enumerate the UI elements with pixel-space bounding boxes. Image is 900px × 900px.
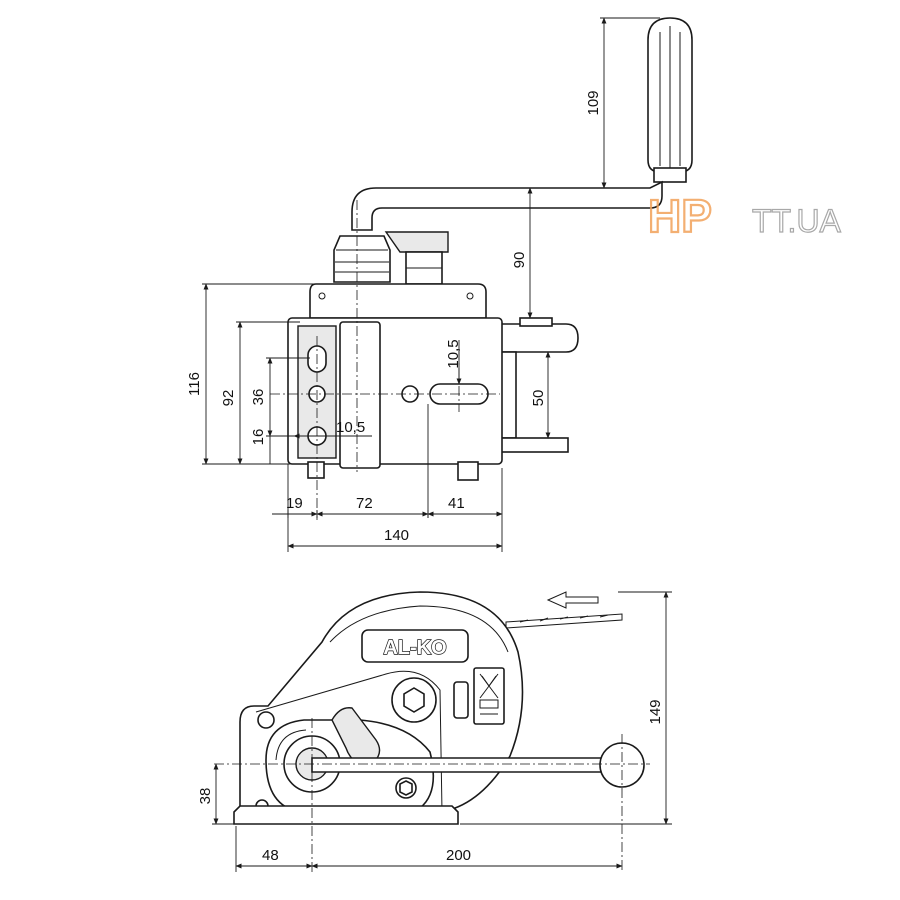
warning-label xyxy=(473,667,505,725)
dim-handle-length: 200 xyxy=(446,847,471,864)
dim-hole-dia-left: 10,5 xyxy=(336,419,365,436)
watermark-domain: TT.UA xyxy=(752,203,842,239)
dim-total-width: 140 xyxy=(384,527,409,544)
gear-cover xyxy=(309,283,487,319)
dim-plate-height: 92 xyxy=(220,390,237,407)
drum-side xyxy=(497,317,579,453)
dim-hole-dia-slot: 10,5 xyxy=(445,339,462,368)
brand-badge xyxy=(361,629,469,663)
cable xyxy=(505,591,623,629)
dim-crank-height: 90 xyxy=(511,252,528,269)
dim-slot-height: 50 xyxy=(530,390,547,407)
watermark-logo: HP xyxy=(648,190,712,242)
dim-hole-pitch: 36 xyxy=(250,389,267,406)
dim-handle-height: 109 xyxy=(585,90,602,115)
pawl-lever xyxy=(384,231,449,285)
dim-lower-offset: 16 xyxy=(250,429,267,446)
dim-axis-height: 38 xyxy=(197,788,214,805)
housing-rib xyxy=(339,321,381,469)
base-foot xyxy=(233,805,459,825)
bottom-bolts xyxy=(307,461,479,481)
side-view: AL-KO xyxy=(197,591,672,872)
drive-hub xyxy=(333,235,391,283)
handle-grip xyxy=(647,17,693,183)
frame-bolt xyxy=(257,711,275,729)
dim-side-total-height: 149 xyxy=(647,699,664,724)
watermark: HP TT.UA xyxy=(647,189,842,243)
dim-left-offset: 19 xyxy=(286,495,303,512)
small-label xyxy=(453,681,469,719)
ratchet-nut xyxy=(391,677,437,723)
dim-mid-span: 72 xyxy=(356,495,373,512)
top-view: 109 90 116 92 36 16 10,5 10,5 50 xyxy=(186,17,693,552)
dim-total-height: 116 xyxy=(186,372,203,396)
crank-arm xyxy=(351,180,663,231)
gear-bolt xyxy=(395,777,417,799)
dim-axis-offset: 48 xyxy=(262,847,279,864)
dim-right-offset: 41 xyxy=(448,495,465,512)
brand-logo: AL-KO xyxy=(383,637,446,659)
pull-direction-arrow xyxy=(546,591,599,609)
